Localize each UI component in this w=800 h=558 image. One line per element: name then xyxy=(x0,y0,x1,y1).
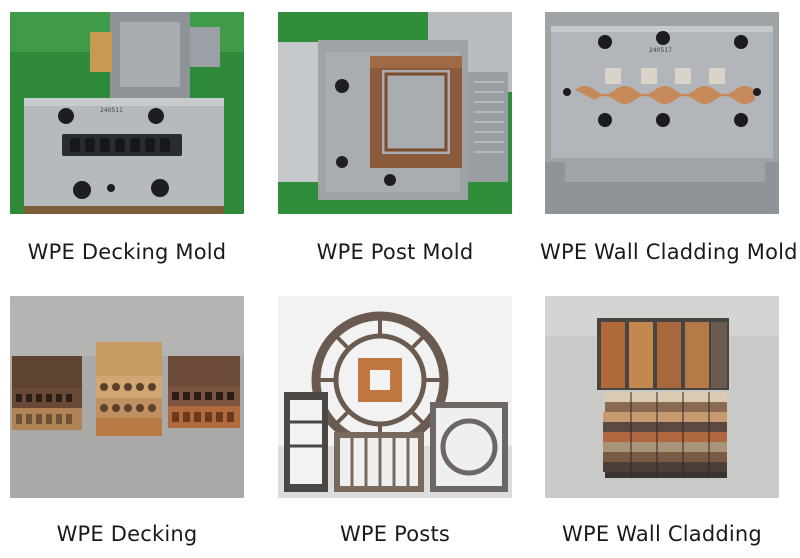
cladding-mold-stamp: 240517 xyxy=(649,47,672,54)
wall-cladding-samples-photo xyxy=(545,296,779,498)
decking-mold-photo: 240511 xyxy=(10,12,244,214)
caption-decking: WPE Decking xyxy=(56,522,198,546)
wall-cladding-mold-photo: 240517 xyxy=(545,12,779,214)
caption-posts: WPE Posts xyxy=(339,522,451,546)
caption-wall-cladding: WPE Wall Cladding xyxy=(562,522,762,546)
decking-samples-photo xyxy=(10,296,244,498)
post-mold-photo xyxy=(278,12,512,214)
decking-mold-stamp: 240511 xyxy=(100,107,123,114)
caption-wall-cladding-mold: WPE Wall Cladding Mold xyxy=(540,240,798,264)
caption-decking-mold: WPE Decking Mold xyxy=(27,240,227,264)
post-profiles-photo xyxy=(278,296,512,498)
caption-post-mold: WPE Post Mold xyxy=(316,240,474,264)
